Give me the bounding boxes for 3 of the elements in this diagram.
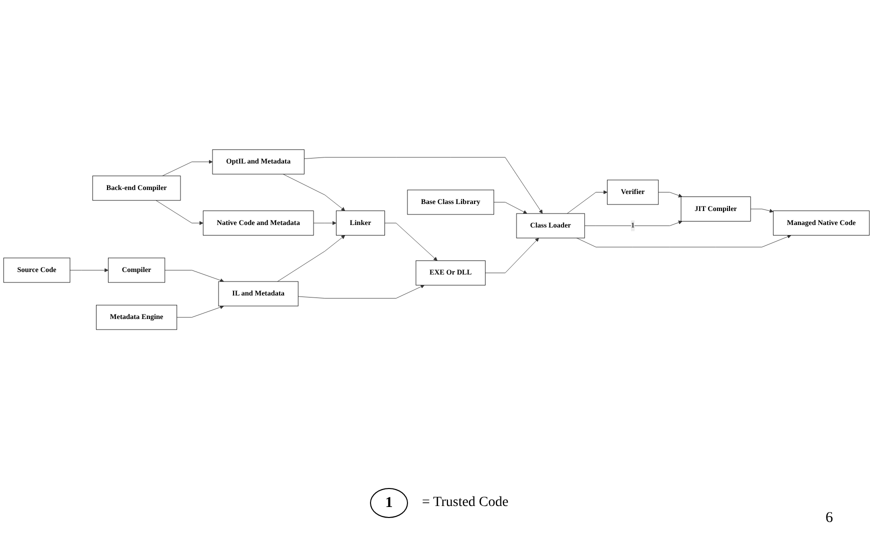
page-number: 6 — [826, 510, 833, 527]
circled-number: 1 — [370, 488, 408, 518]
legend-text: = Trusted Code — [422, 495, 508, 511]
